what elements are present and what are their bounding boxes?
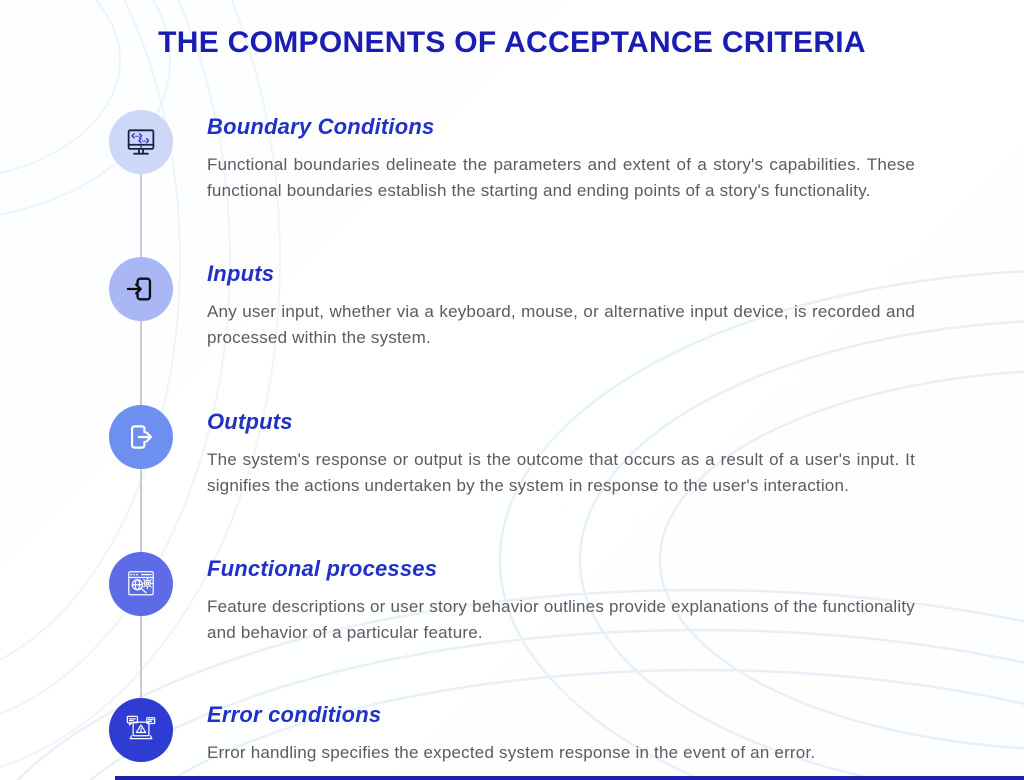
section-title-outputs: Outputs (207, 409, 293, 434)
laptop-warning-icon (109, 698, 173, 762)
logout-arrow-icon (109, 405, 173, 469)
monitor-code-icon (109, 110, 173, 174)
section-title-functional-processes: Functional processes (207, 556, 438, 581)
browser-process-icon (109, 552, 173, 616)
section-body-inputs: Any user input, whether via a keyboard, … (207, 302, 915, 347)
section-body-boundary-conditions: Functional boundaries delineate the para… (207, 155, 915, 200)
section-body-outputs: The system's response or output is the o… (207, 450, 915, 495)
section-title-error-conditions: Error conditions (207, 702, 382, 727)
bottom-accent-bar (115, 776, 1024, 780)
section-title-boundary-conditions: Boundary Conditions (207, 114, 435, 139)
section-title-inputs: Inputs (207, 261, 275, 286)
page-title: THE COMPONENTS OF ACCEPTANCE CRITERIA (158, 26, 866, 59)
login-arrow-icon (109, 257, 173, 321)
section-body-functional-processes: Feature descriptions or user story behav… (207, 597, 915, 642)
section-body-error-conditions: Error handling specifies the expected sy… (207, 743, 816, 762)
